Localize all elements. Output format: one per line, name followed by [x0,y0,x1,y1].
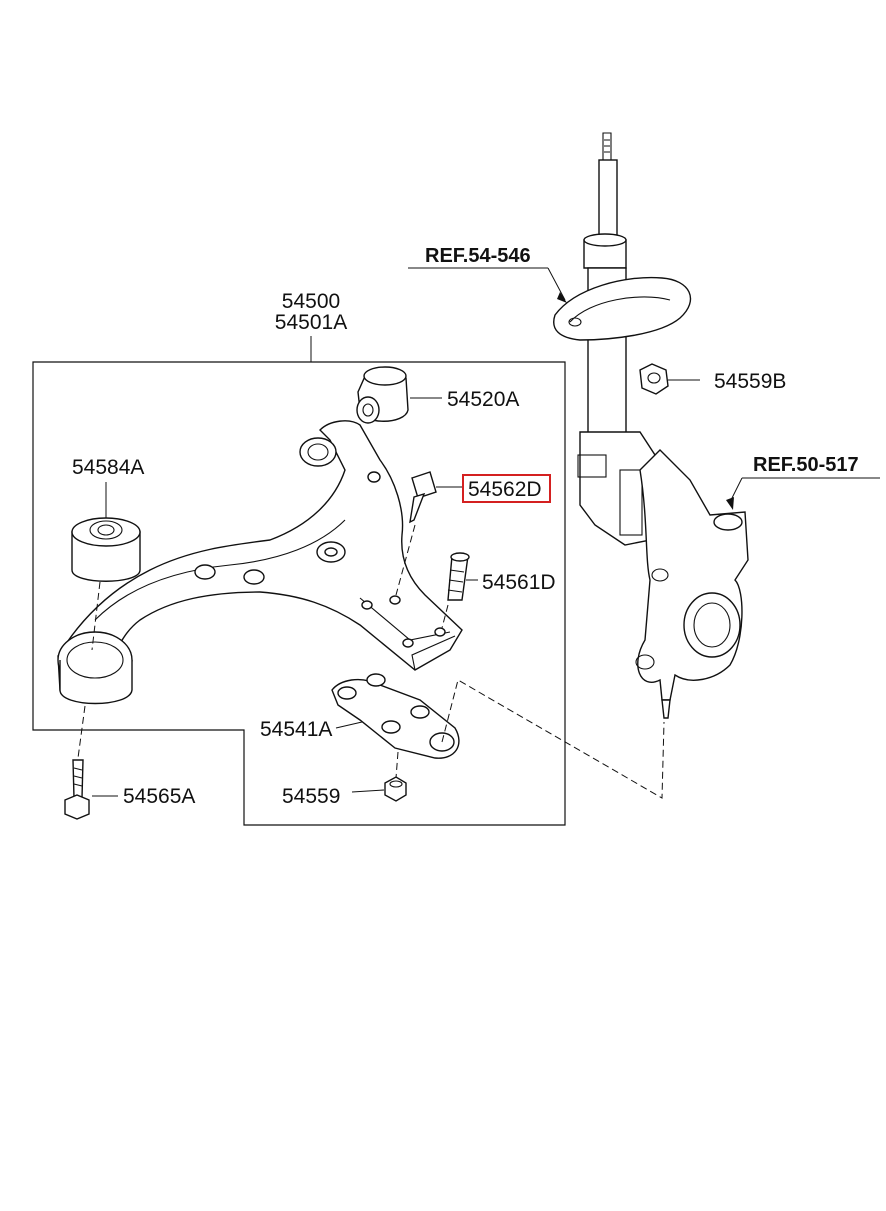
label-54520a: 54520A [447,388,519,411]
bushing-54520a-part [356,366,409,424]
nut-54559b-part [639,363,669,395]
label-54559: 54559 [282,785,340,808]
label-ref-50-517: REF.50-517 [753,454,859,476]
label-ref-54-546: REF.54-546 [425,245,531,267]
strut-part [553,132,692,546]
assembly-outline [32,361,566,826]
knuckle-part [635,449,749,719]
nut-54559-part [384,776,407,802]
label-54561d: 54561D [482,571,556,594]
label-54501a: 54501A [275,311,347,334]
label-54584a: 54584A [72,456,144,479]
stud-54561d-part [447,552,470,601]
highlight-box-54562d [462,474,551,503]
label-54559b: 54559B [714,370,786,393]
ball-joint-bracket-part [331,673,460,759]
bushing-54584a-part [71,517,141,582]
bolt-54562d-part [409,471,437,524]
label-54541a: 54541A [260,718,332,741]
lower-control-arm [57,420,463,705]
label-54565a: 54565A [123,785,195,808]
ball-joint-connection-line [441,679,665,799]
label-54500: 54500 [282,290,340,313]
label-54562d: 54562D [468,478,542,501]
bolt-54565a-part [64,759,90,820]
